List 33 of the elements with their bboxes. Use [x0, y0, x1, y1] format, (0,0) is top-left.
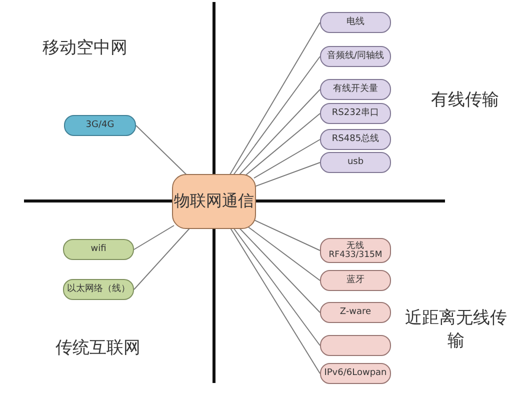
connector-line	[254, 162, 320, 188]
pill-box: 音频线/同轴线	[320, 46, 391, 67]
pill-box: RS232串口	[320, 103, 391, 124]
pill-box: wifi	[63, 239, 134, 260]
connector-line	[232, 226, 320, 346]
pill-box: 电线	[320, 12, 391, 33]
quadrant-label: 传统互联网	[54, 337, 142, 359]
pill-box: IPv6/6Lowpan	[320, 363, 391, 384]
connector-line	[238, 89, 320, 176]
connector-line	[244, 113, 320, 176]
connector-line	[248, 226, 320, 281]
connector-line	[136, 125, 188, 176]
pill-box: 蓝牙	[320, 270, 391, 291]
pill-box: RS485总线	[320, 129, 391, 150]
connector-line	[238, 226, 320, 313]
connector-line	[232, 56, 320, 176]
quadrant-label: 移动空中网	[42, 37, 128, 59]
connector-line	[134, 225, 174, 250]
quadrant-label: 有线传输	[430, 89, 500, 111]
pill-box: usb	[320, 152, 391, 173]
quadrant-label: 近距离无线传输	[404, 307, 508, 352]
pill-box: 以太网络（线）	[63, 279, 134, 300]
connector-line	[229, 226, 320, 374]
connector-line	[254, 139, 320, 179]
connector-line	[134, 226, 192, 290]
pill-box	[320, 335, 391, 356]
center-box: 物联网通信	[172, 174, 256, 229]
pill-box: 无线 RF433/315M	[320, 238, 391, 263]
pill-box: 有线开关量	[320, 79, 391, 100]
pill-box: 3G/4G	[64, 115, 136, 136]
connector-line	[254, 220, 320, 251]
connector-line	[228, 22, 320, 176]
pill-box: Z-ware	[320, 302, 391, 323]
